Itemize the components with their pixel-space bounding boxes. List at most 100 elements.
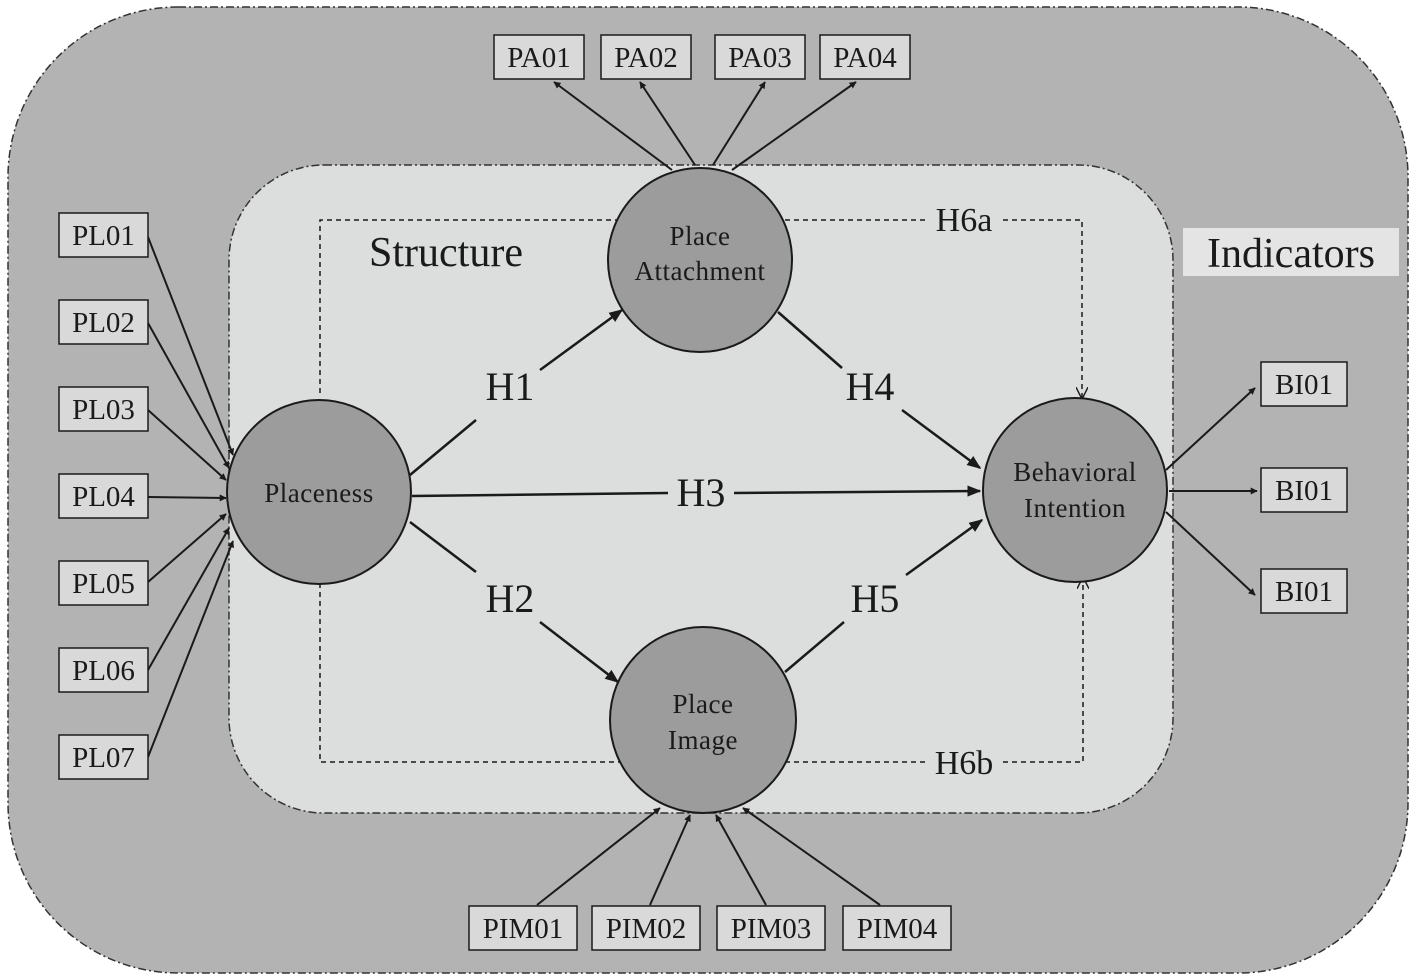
indicator-pim01: PIM01	[468, 905, 578, 951]
indicator-box	[58, 734, 149, 780]
pim03-arrow	[715, 814, 767, 906]
indicator-bi01-top: BI01	[1260, 361, 1348, 407]
indicator-pa01: PA01	[493, 34, 585, 80]
h2-path-a	[409, 521, 477, 573]
indicator-label: PIM04	[857, 913, 938, 945]
h2-label: H2	[486, 576, 535, 621]
place-image-indicator-arrows	[536, 807, 881, 906]
h1-path-a	[409, 419, 477, 476]
place-attachment-circle	[607, 167, 793, 353]
place-image-circle	[609, 626, 797, 814]
indicator-pa03: PA03	[714, 34, 806, 80]
h4-label: H4	[846, 364, 895, 409]
h5-label: H5	[851, 576, 900, 621]
pl04-arrow	[147, 494, 227, 502]
indicator-pim04: PIM04	[842, 905, 952, 951]
bi01-arrow-bottom	[1165, 511, 1256, 596]
indicator-box	[819, 34, 911, 80]
h6b-label: H6b	[935, 745, 994, 782]
indicator-label: PA03	[728, 42, 791, 74]
pa01-arrow	[553, 81, 673, 171]
h4-path-a	[777, 311, 843, 369]
h3-path-a	[411, 491, 669, 498]
h5-path-b	[905, 518, 984, 577]
indicator-pl07: PL07	[58, 734, 149, 780]
indicator-pa04: PA04	[819, 34, 911, 80]
indicator-label: PL07	[72, 742, 135, 774]
indicator-box	[1260, 361, 1348, 407]
pim04-arrow	[742, 807, 881, 906]
pl06-arrow	[147, 527, 230, 671]
indicator-label: PA01	[507, 42, 570, 74]
indicator-pim02: PIM02	[591, 905, 701, 951]
indicator-label: PIM01	[483, 913, 564, 945]
pl03-arrow	[147, 409, 227, 481]
indicator-box	[58, 386, 149, 432]
indicator-box	[591, 905, 701, 951]
indicator-box	[58, 299, 149, 345]
h1-path-b	[539, 308, 624, 372]
indicator-box	[58, 560, 149, 606]
h6a-label: H6a	[936, 202, 993, 239]
h6b-moderation-path	[319, 583, 622, 763]
indicator-pl06: PL06	[58, 647, 149, 693]
indicator-label: BI01	[1275, 475, 1333, 507]
pa04-arrow	[731, 81, 857, 171]
pl07-arrow	[147, 540, 234, 758]
indicator-label: PL02	[72, 307, 135, 339]
behavioral-intention-label-line2: Intention	[1024, 493, 1126, 523]
indicator-label: PL03	[72, 394, 135, 426]
place-attachment-indicator-arrows	[553, 81, 857, 171]
place-image-label-line1: Place	[673, 689, 734, 719]
pim02-arrow	[649, 814, 691, 906]
indicator-label: PL01	[72, 220, 135, 252]
placeness-indicator-arrows	[147, 236, 234, 758]
h4-path-b	[901, 408, 982, 470]
placeness-circle	[226, 399, 412, 585]
indicator-box	[468, 905, 578, 951]
indicators-label: Indicators	[1207, 231, 1375, 277]
indicator-bi01-bottom: BI01	[1260, 568, 1348, 614]
placeness-label: Placeness	[264, 478, 373, 508]
behavioral-intention-circle	[982, 397, 1168, 583]
pl05-arrow	[147, 513, 227, 583]
indicator-label: PL05	[72, 568, 135, 600]
pl01-arrow	[147, 236, 234, 456]
behavioral-intention-construct: Behavioral Intention	[982, 397, 1168, 583]
indicator-pa02: PA02	[600, 34, 692, 80]
indicator-label: PIM03	[731, 913, 812, 945]
h5-path-a	[784, 621, 845, 673]
indicator-box	[716, 905, 826, 951]
indicator-box	[714, 34, 806, 80]
pl02-arrow	[147, 322, 230, 469]
indicator-box	[493, 34, 585, 80]
indicator-label: PL06	[72, 655, 135, 687]
h3-label: H3	[677, 470, 726, 515]
placeness-construct: Placeness	[226, 399, 412, 585]
indicator-label: PA02	[614, 42, 677, 74]
place-attachment-indicators: PA01 PA02 PA03 PA04	[493, 34, 911, 80]
structure-label: Structure	[369, 230, 523, 276]
pim01-arrow	[536, 807, 661, 906]
indicator-label: PA04	[833, 42, 897, 74]
indicator-pl05: PL05	[58, 560, 149, 606]
indicator-box	[1260, 467, 1348, 513]
place-image-construct: Place Image	[609, 626, 797, 814]
indicator-label: PIM02	[606, 913, 687, 945]
indicator-label: BI01	[1275, 576, 1333, 608]
h3-path-b	[733, 485, 982, 497]
indicator-bi01-middle: BI01	[1260, 467, 1348, 513]
indicator-box	[58, 473, 149, 519]
indicator-box	[1260, 568, 1348, 614]
behavioral-intention-indicator-arrows	[1165, 387, 1258, 596]
indicators-label-background	[1183, 228, 1399, 276]
indicator-box	[58, 212, 149, 258]
place-attachment-construct: Place Attachment	[607, 167, 793, 353]
bi01-arrow-top	[1165, 387, 1256, 471]
place-attachment-label-line1: Place	[670, 221, 731, 251]
place-image-label-line2: Image	[668, 725, 738, 755]
pa03-arrow	[712, 81, 766, 166]
indicator-pl04: PL04	[58, 473, 149, 519]
indicator-box	[842, 905, 952, 951]
